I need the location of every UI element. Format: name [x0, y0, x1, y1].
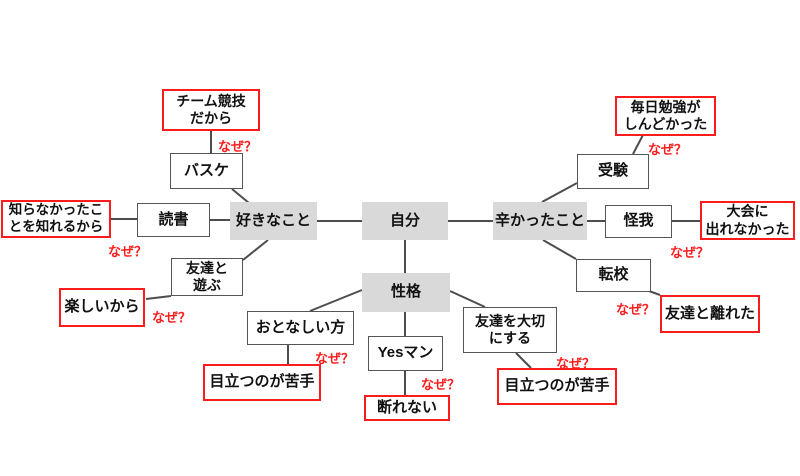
reason-fun: 楽しいから: [59, 288, 145, 327]
reason-studying-everyday: 毎日勉強が しんどかった: [615, 96, 716, 136]
edge-branch-hardships--topic-exam: [541, 182, 578, 203]
node-quiet-type: おとなしい方: [247, 311, 354, 345]
edge-topic-exam--reason-studying-everyday: [632, 134, 644, 155]
why-label-hate-standing-out-1: なぜ？: [315, 351, 355, 366]
node-personality: 性格: [362, 273, 450, 312]
node-reading: 読書: [137, 203, 210, 237]
node-exam: 受験: [577, 154, 649, 189]
reason-apart-from-friends: 友達と離れた: [660, 295, 760, 333]
reason-hate-standing-out-1: 目立つのが苦手: [203, 364, 321, 401]
edge-branch-personality--topic-cherish-friends: [449, 290, 486, 308]
edge-topic-cherish-friends--reason-hate-standing-out-2: [515, 352, 532, 369]
why-label-fun: なぜ？: [152, 310, 192, 325]
node-likes: 好きなこと: [230, 202, 317, 240]
node-cherish-friends: 友達を大切 にする: [463, 307, 557, 353]
node-hardships: 辛かったこと: [493, 202, 587, 240]
edge-branch-likes--topic-play-with-friends: [242, 239, 269, 261]
node-injury: 怪我: [605, 205, 672, 238]
edge-topic-basketball--branch-likes: [231, 188, 250, 204]
why-label-missed-tournament: なぜ？: [670, 245, 710, 260]
reason-learn-new-things: 知らなかったこ とを知れるから: [1, 200, 111, 238]
why-label-hate-standing-out-2: なぜ？: [556, 356, 596, 371]
reason-team-sport: チーム競技 だから: [162, 89, 260, 131]
why-label-studying-everyday: なぜ？: [648, 142, 688, 157]
edge-branch-hardships--topic-school-transfer: [542, 239, 577, 260]
why-label-team-sport: なぜ？: [218, 139, 258, 154]
node-yes-man: Yesマン: [368, 336, 443, 371]
why-label-apart-from-friends: なぜ？: [616, 302, 656, 317]
edge-branch-personality--topic-quiet-type: [309, 289, 363, 312]
node-school-transfer: 転校: [576, 259, 651, 292]
node-play-with-friends: 友達と 遊ぶ: [171, 258, 243, 296]
reason-hate-standing-out-2: 目立つのが苦手: [497, 368, 617, 405]
why-label-learn-new-things: なぜ？: [108, 244, 148, 259]
reason-cant-refuse: 断れない: [364, 395, 450, 421]
node-basketball: バスケ: [170, 153, 243, 189]
why-label-cant-refuse: なぜ？: [421, 377, 461, 392]
reason-missed-tournament: 大会に 出れなかった: [700, 201, 795, 240]
node-self: 自分: [362, 202, 448, 240]
edge-topic-play-with-friends--reason-fun: [145, 295, 172, 300]
